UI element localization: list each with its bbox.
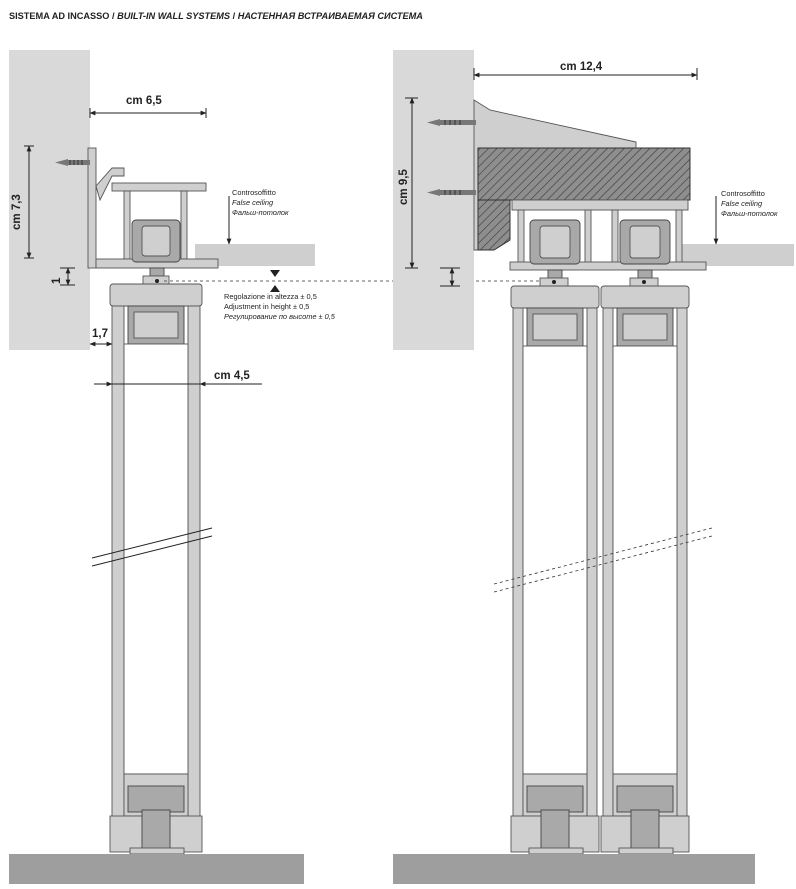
right-dim-width: cm 12,4 (473, 61, 698, 80)
right-door-panel-back (600, 285, 690, 855)
right-ceiling-note: Controsoffitto False ceiling Фальш-потол… (713, 189, 778, 245)
left-view: cm 6,5 cm 7,3 1 1,7 cm 4,5 (9, 50, 336, 884)
svg-text:cm 6,5: cm 6,5 (126, 95, 162, 107)
svg-text:Adjustment in height ± 0,5: Adjustment in height ± 0,5 (224, 302, 309, 311)
screw-icon (427, 119, 476, 126)
left-false-ceiling (195, 244, 315, 266)
left-floor (9, 854, 304, 884)
left-dim-width: cm 6,5 (89, 95, 207, 118)
left-dim-gap: 1 (51, 267, 75, 286)
svg-text:cm 12,4: cm 12,4 (560, 61, 603, 73)
right-false-ceiling (682, 244, 794, 266)
svg-text:Регулирование по высоте ± 0,5: Регулирование по высоте ± 0,5 (224, 312, 336, 321)
right-view: cm 12,4 cm 9,5 Controsoffitto False ceil… (393, 50, 794, 884)
svg-text:False ceiling: False ceiling (232, 198, 274, 207)
right-wall (393, 50, 474, 350)
adjustment-reference (164, 270, 540, 292)
right-double-track (509, 199, 707, 271)
svg-text:cm 4,5: cm 4,5 (214, 370, 250, 382)
screw-icon (427, 189, 476, 196)
left-track-profile (55, 147, 219, 269)
svg-text:1: 1 (51, 277, 63, 284)
right-door-panel-front (510, 285, 600, 855)
right-floor (393, 854, 755, 884)
left-dim-panel: cm 4,5 (94, 370, 262, 387)
right-dim-gap (440, 267, 460, 287)
svg-text:1,7: 1,7 (92, 328, 108, 340)
left-ceiling-note: Controsoffitto False ceiling Фальш-потол… (226, 188, 289, 245)
right-dim-height: cm 9,5 (398, 97, 418, 269)
left-dim-height: cm 7,3 (11, 145, 34, 259)
svg-text:Controsoffitto: Controsoffitto (232, 188, 276, 197)
svg-text:False ceiling: False ceiling (721, 199, 763, 208)
svg-text:Фальш-потолок: Фальш-потолок (721, 209, 778, 218)
left-wall (9, 50, 90, 350)
svg-text:cm 7,3: cm 7,3 (11, 194, 23, 230)
right-wood-beam (477, 147, 691, 201)
svg-text:Фальш-потолок: Фальш-потолок (232, 208, 289, 217)
svg-text:cm 9,5: cm 9,5 (398, 169, 410, 205)
svg-text:Controsoffitto: Controsoffitto (721, 189, 765, 198)
left-door-panel (91, 283, 213, 855)
screw-icon (55, 159, 90, 166)
left-dim-offset: 1,7 (89, 328, 113, 347)
page-title: SISTEMA AD INCASSO / BUILT-IN WALL SYSTE… (9, 11, 423, 21)
svg-text:Regolazione in altezza ± 0,5: Regolazione in altezza ± 0,5 (224, 292, 317, 301)
adjustment-note: Regolazione in altezza ± 0,5 Adjustment … (224, 292, 336, 321)
